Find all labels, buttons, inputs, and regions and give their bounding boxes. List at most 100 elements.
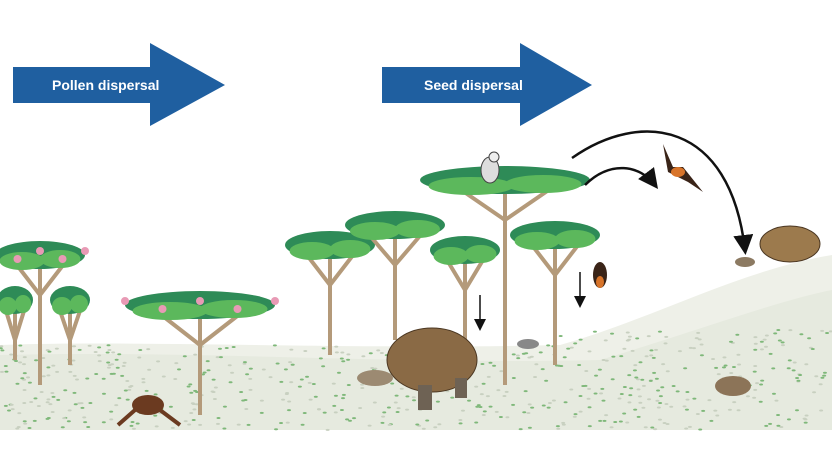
- leaf-speck: [372, 401, 377, 404]
- leaf-speck: [653, 428, 658, 431]
- leaf-speck: [213, 386, 218, 389]
- leaf-speck: [121, 365, 126, 368]
- leaf-speck: [709, 419, 714, 422]
- leaf-speck: [661, 363, 666, 366]
- leaf-speck: [367, 424, 372, 427]
- leaf-speck: [146, 348, 151, 351]
- leaf-speck: [215, 422, 220, 425]
- leaf-speck: [527, 356, 532, 359]
- leaf-speck: [202, 371, 207, 374]
- leaf-speck: [798, 373, 803, 376]
- leaf-speck: [0, 370, 4, 373]
- leaf-speck: [636, 415, 641, 418]
- leaf-speck: [669, 405, 674, 408]
- leaf-speck: [561, 421, 566, 424]
- leaf-speck: [625, 339, 630, 342]
- leaf-speck: [554, 364, 559, 367]
- leaf-speck: [106, 361, 111, 364]
- leaf-speck: [147, 368, 152, 371]
- leaf-speck: [437, 423, 442, 426]
- leaf-speck: [50, 411, 55, 414]
- leaf-speck: [435, 400, 440, 403]
- leaf-speck: [486, 375, 491, 378]
- leaf-speck: [425, 419, 430, 422]
- leaf-speck: [261, 368, 266, 371]
- leaf-speck: [619, 393, 624, 396]
- leaf-speck: [50, 392, 55, 395]
- leaf-speck: [245, 373, 250, 376]
- leaf-speck: [577, 364, 582, 367]
- leaf-speck: [632, 369, 637, 372]
- leaf-speck: [691, 347, 696, 350]
- leaf-speck: [651, 356, 656, 359]
- leaf-speck: [663, 342, 668, 345]
- leaf-speck: [55, 370, 60, 373]
- leaf-speck: [305, 375, 310, 378]
- leaf-speck: [274, 428, 279, 431]
- leaf-speck: [236, 423, 241, 426]
- leaf-speck: [546, 344, 551, 347]
- leaf-speck: [415, 423, 420, 426]
- leaf-speck: [786, 367, 791, 370]
- leaf-speck: [654, 377, 659, 380]
- leaf-speck: [723, 364, 728, 367]
- leaf-speck: [635, 337, 640, 340]
- flower: [13, 255, 22, 263]
- leaf-speck: [450, 396, 455, 399]
- leaf-speck: [405, 395, 410, 398]
- leaf-speck: [488, 361, 493, 364]
- leaf-speck: [475, 405, 480, 408]
- leaf-speck: [752, 396, 757, 399]
- pollen-dispersal-arrow: [13, 43, 225, 126]
- leaf-speck: [795, 377, 800, 380]
- leaf-speck: [524, 352, 529, 355]
- leaf-speck: [22, 372, 27, 375]
- leaf-speck: [222, 405, 227, 408]
- leaf-speck: [610, 378, 615, 381]
- leaf-speck: [794, 409, 799, 412]
- leaf-speck: [601, 359, 606, 362]
- leaf-speck: [45, 417, 50, 420]
- leaf-speck: [492, 364, 497, 367]
- leaf-speck: [346, 384, 351, 387]
- leaf-speck: [786, 418, 791, 421]
- leaf-speck: [358, 407, 363, 410]
- seed-dispersal-label: Seed dispersal: [424, 77, 523, 93]
- leaf-speck: [286, 409, 291, 412]
- leaf-speck: [63, 389, 68, 392]
- leaf-speck: [597, 368, 602, 371]
- leaf-speck: [581, 384, 586, 387]
- leaf-speck: [122, 361, 127, 364]
- leaf-speck: [598, 419, 603, 422]
- leaf-speck: [370, 367, 375, 370]
- leaf-speck: [218, 356, 223, 359]
- leaf-speck: [174, 362, 179, 365]
- leaf-speck: [66, 420, 71, 423]
- leaf-speck: [368, 352, 373, 355]
- leaf-speck: [348, 419, 353, 422]
- leaf-speck: [822, 374, 827, 377]
- leaf-speck: [228, 381, 233, 384]
- leaf-speck: [488, 405, 493, 408]
- leaf-speck: [333, 394, 338, 397]
- leaf-speck: [558, 334, 563, 337]
- leaf-speck: [9, 353, 14, 356]
- leaf-speck: [153, 393, 158, 396]
- leaf-speck: [613, 420, 618, 423]
- leaf-speck: [729, 371, 734, 374]
- leaf-speck: [682, 405, 687, 408]
- leaf-speck: [511, 353, 516, 356]
- flower: [121, 297, 129, 305]
- leaf-speck: [578, 395, 583, 398]
- leaf-speck: [701, 409, 706, 412]
- leaf-speck: [194, 403, 199, 406]
- leaf-speck: [657, 418, 662, 421]
- leaf-speck: [630, 349, 635, 352]
- bird: [480, 151, 500, 184]
- leaf-speck: [627, 401, 632, 404]
- leaf-speck: [395, 410, 400, 413]
- leaf-speck: [88, 402, 93, 405]
- leaf-speck: [17, 412, 22, 415]
- leaf-speck: [760, 379, 765, 382]
